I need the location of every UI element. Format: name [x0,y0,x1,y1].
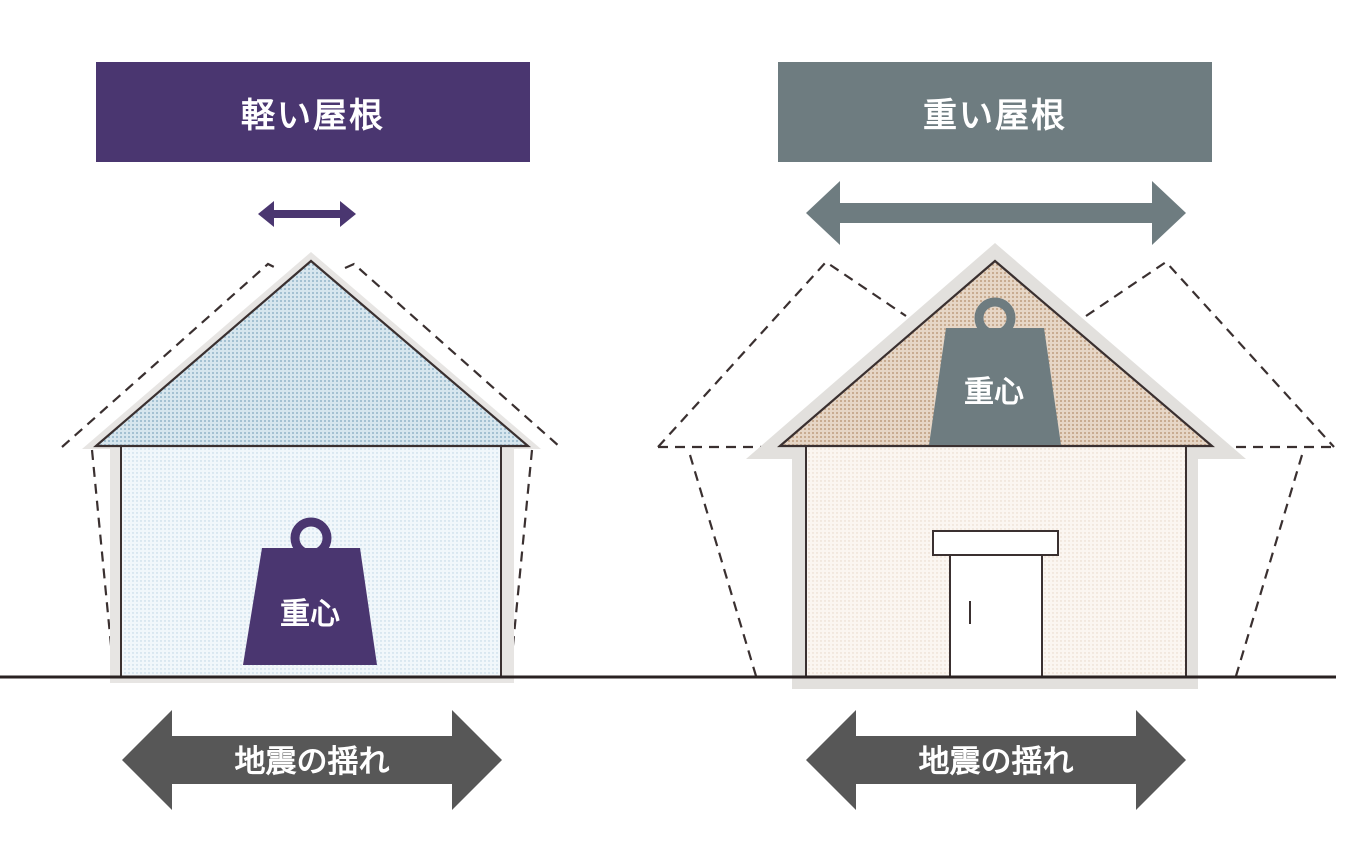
light-house-weight-icon: 重心 [243,517,377,665]
light-roof-sway-arrow [258,201,356,227]
left-earthquake-label: 地震の揺れ [235,744,390,780]
door-canopy [932,530,1059,556]
heavy-roof-title-banner: 重い屋根 [778,62,1212,162]
light-roof-title-banner: 軽い屋根 [96,62,530,162]
light-roof-house: 重心 [61,201,561,683]
heavy-house-weight-icon: 重心 [929,297,1061,445]
heavy-roof-house: 重心 [657,181,1335,689]
light-house-weight-label: 重心 [280,597,340,632]
right-earthquake-arrow: 地震の揺れ [806,710,1186,810]
right-earthquake-label: 地震の揺れ [919,744,1074,780]
light-house-roof [93,259,531,448]
heavy-roof-title: 重い屋根 [923,95,1067,136]
front-door [949,554,1043,678]
heavy-roof-sway-arrow [806,181,1186,245]
left-earthquake-arrow: 地震の揺れ [122,710,502,810]
heavy-house-weight-label: 重心 [964,375,1024,410]
light-roof-title: 軽い屋根 [241,95,385,136]
